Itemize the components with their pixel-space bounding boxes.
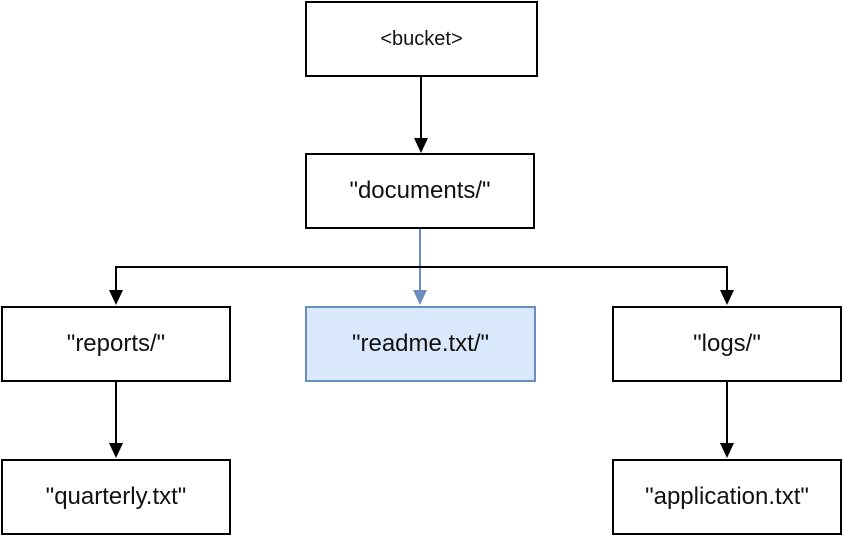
node-quarterly-label: "quarterly.txt" xyxy=(45,483,187,510)
edge-documents-reports xyxy=(115,266,420,292)
node-documents-folder: "documents/" xyxy=(305,153,535,229)
node-reports-label: "reports/" xyxy=(66,330,166,357)
node-bucket: <bucket> xyxy=(305,1,538,77)
node-application-file: "application.txt" xyxy=(612,459,842,535)
node-bucket-label: <bucket> xyxy=(380,27,463,50)
node-application-label: "application.txt" xyxy=(645,483,809,510)
node-reports-folder: "reports/" xyxy=(1,306,231,382)
node-readme-label: "readme.txt/" xyxy=(351,330,490,357)
arrowhead-logs xyxy=(720,290,734,305)
edge-documents-logs xyxy=(420,266,728,292)
arrowhead-application xyxy=(720,443,734,458)
arrowhead-documents xyxy=(414,138,428,153)
node-documents-label: "documents/" xyxy=(349,177,491,204)
arrowhead-reports xyxy=(109,290,123,305)
node-readme-highlighted: "readme.txt/" xyxy=(305,306,536,382)
node-logs-label: "logs/" xyxy=(693,330,761,357)
node-quarterly-file: "quarterly.txt" xyxy=(1,459,231,535)
arrowhead-quarterly xyxy=(109,443,123,458)
node-logs-folder: "logs/" xyxy=(612,306,842,382)
arrowhead-readme xyxy=(413,290,427,305)
